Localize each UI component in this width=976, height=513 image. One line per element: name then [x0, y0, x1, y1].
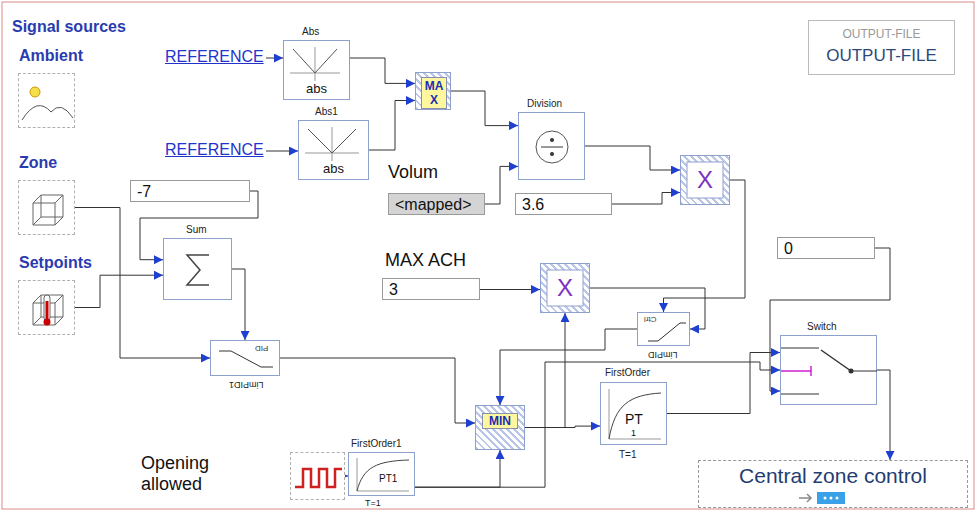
block-text: T=1 [365, 498, 381, 508]
block-text: LimPID [648, 350, 678, 360]
signal-link: REFERENCE [165, 48, 264, 66]
block-symbol [164, 239, 231, 299]
signal-connector [350, 58, 415, 83]
min-block: MIN [475, 405, 525, 450]
block-label: MAX [421, 77, 447, 109]
central-control-box: Central zone control [698, 460, 968, 508]
block-label: 0 [784, 240, 793, 258]
pulse-source: Opening allowed [290, 452, 345, 500]
block-label: OUTPUT-FILE [809, 27, 954, 41]
block-symbol [291, 453, 344, 499]
signal-connector [280, 358, 475, 423]
block-label: Division [527, 98, 562, 109]
zone-source: Zone [18, 180, 75, 235]
first-order-block: FirstOrder1PT1T=1 [348, 452, 415, 496]
block-text: 1 [631, 428, 636, 438]
block-label: X [541, 274, 589, 302]
block-text: abs [284, 81, 349, 96]
block-symbol [781, 336, 876, 404]
pid-block: PIDLimPID1 [210, 340, 280, 376]
division-block: Division [518, 112, 585, 180]
parameter-name: Volum [388, 162, 438, 183]
signal-connector [612, 193, 680, 205]
ambient-source: Ambient [18, 73, 75, 128]
block-text: T=1 [619, 449, 637, 460]
signal-connector [480, 289, 540, 291]
setpoints-source: Setpoints [18, 280, 75, 335]
block-symbol [211, 341, 279, 375]
block-text: LimPID1 [229, 380, 264, 390]
group-title: Signal sources [12, 18, 126, 36]
signal-connector [485, 166, 518, 204]
block-label: -7 [137, 183, 151, 201]
block-text: PT1 [379, 473, 397, 484]
abs-block: Absabs [283, 40, 350, 100]
block-label: Abs1 [315, 106, 338, 117]
signal-connector [75, 275, 163, 307]
block-label: MIN [482, 413, 518, 429]
signal-link: REFERENCE [165, 141, 264, 159]
pid-block: CtrlLimPID [637, 312, 690, 346]
block-label: X [681, 166, 729, 194]
block-label: Ambient [19, 47, 83, 65]
block-symbol [19, 281, 74, 334]
block-text: OUTPUT-FILE [809, 46, 954, 66]
block-label: Ctrl [644, 315, 656, 324]
block-text: PT [625, 411, 643, 427]
signal-connector [877, 370, 890, 460]
max-block: MAX [415, 72, 451, 110]
block-label: FirstOrder [605, 367, 650, 378]
block-label: Central zone control [699, 464, 967, 488]
signal-connector [232, 269, 245, 340]
block-symbol [519, 113, 584, 179]
block-symbol [19, 181, 74, 234]
block-label: FirstOrder1 [351, 438, 402, 449]
mapped-value: <mapped> [388, 193, 485, 215]
multiply-block: X [680, 155, 730, 205]
block-label: 3.6 [522, 196, 544, 214]
abs-block: Abs1abs [298, 120, 369, 180]
sum-block: Sum [163, 238, 232, 300]
block-label: Zone [19, 154, 57, 172]
constant-box: 3 [382, 278, 480, 300]
block-label: 3 [389, 281, 398, 299]
signal-connector [415, 450, 500, 487]
reference-wire [266, 151, 298, 152]
parameter-name: MAX ACH [385, 250, 466, 271]
signal-connector [585, 146, 680, 170]
constant-box: 0 [777, 237, 875, 259]
signal-connector [75, 208, 210, 359]
constant-box: 3.6 [515, 193, 612, 215]
block-label: Switch [807, 321, 836, 332]
multiply-block: X [540, 263, 590, 313]
signal-connector [451, 91, 518, 126]
block-label: <mapped> [395, 196, 472, 214]
block-label: Opening allowed [141, 453, 231, 495]
switch-block: Switch [780, 335, 877, 405]
constant-box: -7 [130, 180, 250, 202]
reference-wire [266, 58, 283, 59]
block-text: abs [299, 161, 368, 176]
block-label: Setpoints [19, 254, 92, 272]
block-label: Sum [186, 224, 207, 235]
first-order-block: FirstOrderPT1T=1 [600, 382, 667, 445]
block-label: Abs [302, 26, 319, 37]
signal-connector [369, 101, 415, 151]
output-file-box: OUTPUT-FILE OUTPUT-FILE [808, 20, 955, 75]
block-label: PID [255, 344, 268, 353]
block-symbol [19, 74, 74, 127]
